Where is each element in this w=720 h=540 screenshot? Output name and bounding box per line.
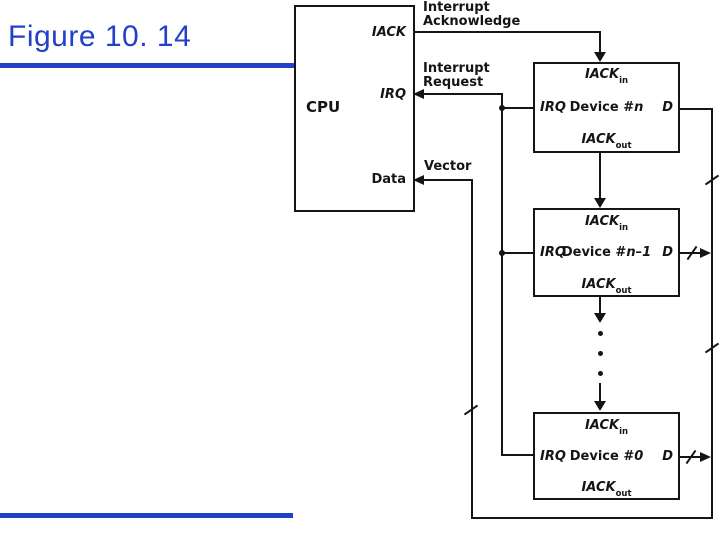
device-name-var: n xyxy=(634,100,644,115)
device-name-prefix: Device # xyxy=(561,245,627,260)
vector-label: Vector xyxy=(424,159,472,174)
iackin-base: IACK xyxy=(584,418,620,433)
iackin-sub: in xyxy=(619,222,629,233)
cpu-label: CPU xyxy=(306,98,341,116)
device-n1-iackout-label: IACKout xyxy=(533,277,680,295)
device-n-iackout-label: IACKout xyxy=(533,132,680,150)
device-name-var: n–1 xyxy=(626,245,652,260)
device-0-d-label: D xyxy=(662,449,673,464)
figure-title: Figure 10. 14 xyxy=(8,20,192,53)
device-0-iackin-label: IACKin xyxy=(533,418,680,436)
data-bus-bottom xyxy=(471,517,713,519)
cpu-port-iack-label: IACK xyxy=(371,25,406,40)
iackout-sub: out xyxy=(615,285,632,296)
footer-rule xyxy=(0,513,293,518)
arrowhead-down-icon xyxy=(594,401,606,411)
iack-wire-horizontal xyxy=(413,31,601,33)
iackout-base: IACK xyxy=(581,132,616,147)
device-n1-iackin-label: IACKin xyxy=(533,214,680,232)
interrupt-request-label-line1: Interrupt xyxy=(423,61,490,76)
cpu-box xyxy=(294,5,415,212)
junction-dot xyxy=(499,250,505,256)
arrowhead-left-icon xyxy=(413,175,424,185)
device-0-iackout-label: IACKout xyxy=(533,480,680,498)
iack-wire-vertical xyxy=(599,31,601,53)
device-name-prefix: Device # xyxy=(569,449,635,464)
iack-chain-wire-1 xyxy=(599,153,601,199)
device-n-d-wire xyxy=(680,108,711,110)
arrowhead-down-icon xyxy=(594,198,606,208)
arrowhead-left-icon xyxy=(413,89,424,99)
iackin-base: IACK xyxy=(584,67,620,82)
device-n1-name: Device #n–1 xyxy=(533,245,680,260)
iackin-sub: in xyxy=(619,426,629,437)
device-name-var: 0 xyxy=(634,449,644,464)
device-n-irq-label: IRQ xyxy=(540,100,566,115)
title-underline-rule xyxy=(0,63,294,68)
ellipsis-dot xyxy=(598,371,603,376)
vector-wire-vertical xyxy=(471,179,473,519)
cpu-port-irq-label: IRQ xyxy=(380,87,406,102)
device-n-name: Device #n xyxy=(533,100,680,115)
iackout-base: IACK xyxy=(581,277,616,292)
device-0-irq-label: IRQ xyxy=(540,449,566,464)
arrowhead-down-icon xyxy=(594,52,606,62)
junction-dot xyxy=(499,105,505,111)
arrowhead-right-icon xyxy=(700,452,711,462)
irq-branch-device-n1 xyxy=(503,252,533,254)
irq-branch-device-0 xyxy=(501,454,533,456)
vector-wire-horizontal xyxy=(414,179,472,181)
device-n1-irq-label: IRQ xyxy=(540,245,566,260)
device-n-iackin-label: IACKin xyxy=(533,67,680,85)
irq-wire-horizontal xyxy=(414,93,502,95)
iackout-sub: out xyxy=(615,140,632,151)
iack-chain-wire-2 xyxy=(599,297,601,314)
iackin-base: IACK xyxy=(584,214,620,229)
iackout-sub: out xyxy=(615,488,632,499)
data-bus-right-vertical xyxy=(711,108,713,519)
irq-wire-vertical xyxy=(501,93,503,456)
device-n1-d-label: D xyxy=(662,245,673,260)
cpu-port-data-label: Data xyxy=(371,172,406,187)
device-n-box xyxy=(533,62,680,153)
arrowhead-right-icon xyxy=(700,248,711,258)
interrupt-request-label-line2: Request xyxy=(423,75,484,90)
iackin-sub: in xyxy=(619,75,629,86)
device-n1-box xyxy=(533,208,680,297)
iack-chain-wire-3 xyxy=(599,383,601,402)
interrupt-acknowledge-label-line2: Acknowledge xyxy=(423,14,521,29)
ellipsis-dot xyxy=(598,331,603,336)
device-name-prefix: Device # xyxy=(569,100,635,115)
device-n-d-label: D xyxy=(662,100,673,115)
irq-branch-device-n xyxy=(503,107,533,109)
device-0-box xyxy=(533,412,680,500)
ellipsis-dot xyxy=(598,351,603,356)
interrupt-acknowledge-label-line1: Interrupt xyxy=(423,0,490,15)
arrowhead-down-icon xyxy=(594,313,606,323)
iackout-base: IACK xyxy=(581,480,616,495)
device-0-name: Device #0 xyxy=(533,449,680,464)
